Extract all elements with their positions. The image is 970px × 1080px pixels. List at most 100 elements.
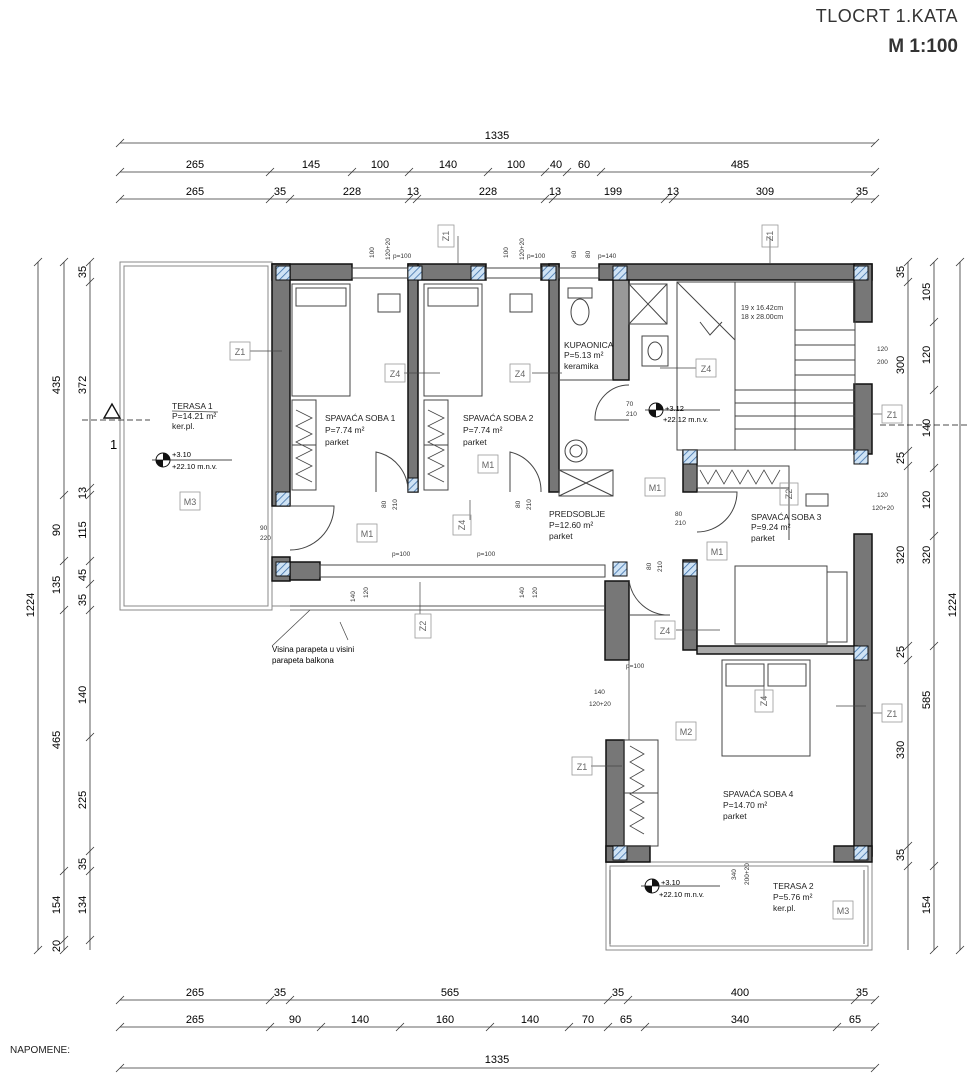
dim-t2-4: 100 <box>507 159 525 171</box>
tag-m3-b: M3 <box>837 906 850 916</box>
room-soba4-finish: parket <box>723 811 747 821</box>
dim-top-total <box>115 138 880 148</box>
d-s4-a: 80 <box>646 562 653 570</box>
dim-b2-3: 160 <box>436 1014 454 1026</box>
tag-m1-d: M1 <box>711 547 724 557</box>
dim-b1-2: 565 <box>441 987 459 999</box>
bal-right-a: p=100 <box>477 551 496 558</box>
dim-t3-8: 309 <box>756 186 774 198</box>
dim-b1-4: 400 <box>731 987 749 999</box>
tag-z1-e: Z1 <box>887 709 898 719</box>
tag-m1-a: M1 <box>482 460 495 470</box>
section-marker <box>82 402 970 426</box>
dim-t3-0: 265 <box>186 186 204 198</box>
d-terr-b: 220 <box>260 535 271 542</box>
stairs-note-1: 19 x 16.42cm <box>741 305 783 312</box>
bal-left-b: 140 <box>350 591 357 602</box>
dim-r2-4: 320 <box>921 546 933 564</box>
d-s3-b: 210 <box>675 520 686 527</box>
room-kupaonica-area: P=5.13 m² <box>564 350 604 360</box>
dim-t2-6: 60 <box>578 159 590 171</box>
dim-t3-6: 199 <box>604 186 622 198</box>
dim-l3-8: 35 <box>77 858 89 870</box>
w-bath-b: 80 <box>585 250 592 258</box>
dim-l3-2: 13 <box>77 487 89 499</box>
room-soba4-name: SPAVAĆA SOBA 4 <box>723 789 794 799</box>
room-soba3-finish: parket <box>751 533 775 543</box>
level-3-b: +22.10 m.n.v. <box>659 890 704 899</box>
dim-l3-9: 134 <box>77 896 89 914</box>
dim-t2-3: 140 <box>439 159 457 171</box>
parapet-note-1: Visina parapeta u visini <box>272 645 354 654</box>
tag-z2-a: Z2 <box>784 489 794 500</box>
dim-l3-0: 35 <box>77 266 89 278</box>
tag-z1-d: Z1 <box>887 410 898 420</box>
w-s4-left-a: p=100 <box>626 663 645 670</box>
dim-t3-5: 13 <box>549 186 561 198</box>
room-terasa2-area: P=5.76 m² <box>773 892 813 902</box>
room-soba1-area: P=7.74 m² <box>325 425 365 435</box>
room-terasa1-finish: ker.pl. <box>172 421 195 431</box>
parapet-leader <box>271 609 311 647</box>
dim-r3-3: 320 <box>895 546 907 564</box>
tag-z4-c: Z4 <box>701 364 712 374</box>
hatched-columns <box>275 265 869 861</box>
room-kupaonica-finish: keramika <box>564 361 599 371</box>
d-s2-b: 210 <box>526 499 533 510</box>
d-bath-a: 70 <box>626 401 634 408</box>
room-soba3-area: P=9.24 m² <box>751 522 791 532</box>
d-s2-a: 80 <box>515 500 522 508</box>
dim-bottom-row2 <box>115 1022 880 1032</box>
dim-b2-8: 65 <box>849 1014 861 1026</box>
dim-b2-4: 140 <box>521 1014 539 1026</box>
room-terasa1-area: P=14.21 m² <box>172 411 216 421</box>
tag-z4-a: Z4 <box>390 369 401 379</box>
dim-r2-5: 585 <box>921 691 933 709</box>
room-soba4-area: P=14.70 m² <box>723 800 767 810</box>
dim-t2-1: 145 <box>302 159 320 171</box>
dim-t3-4: 228 <box>479 186 497 198</box>
railing-ticks <box>290 605 865 944</box>
dim-l3-1: 372 <box>77 376 89 394</box>
dim-left <box>33 257 95 955</box>
dim-t2-7: 485 <box>731 159 749 171</box>
dim-b2-2: 140 <box>351 1014 369 1026</box>
w-right2-b: 120+20 <box>872 505 894 512</box>
dim-r3-2: 25 <box>895 452 907 464</box>
w-s4-bottom-b: 200+20 <box>744 863 751 885</box>
dim-t3-3: 13 <box>407 186 419 198</box>
dim-r2-6: 154 <box>921 896 933 914</box>
dim-r2-3: 120 <box>921 491 933 509</box>
dim-l2-2: 135 <box>51 576 63 594</box>
tag-z1-b: Z1 <box>441 231 451 242</box>
leader-lines <box>171 236 882 767</box>
dim-l2-1: 90 <box>51 524 63 536</box>
w-top2-a: 100 <box>503 247 510 258</box>
w-bath-a: 60 <box>571 250 578 258</box>
room-predsoblje-finish: parket <box>549 531 573 541</box>
dim-l2-0: 435 <box>51 376 63 394</box>
dim-r2-0: 105 <box>921 283 933 301</box>
dim-l3-4: 45 <box>77 569 89 581</box>
dim-l3-3: 115 <box>77 521 89 539</box>
dim-l3-5: 35 <box>77 594 89 606</box>
dim-bottom-row1 <box>115 995 880 1005</box>
tag-z1-a: Z1 <box>235 347 246 357</box>
d-terr-a: 90 <box>260 525 268 532</box>
w-top1-b: 120+20 <box>385 238 392 260</box>
w-right1-b: 200 <box>877 359 888 366</box>
d-s1-a: 80 <box>381 500 388 508</box>
dim-left-total: 1224 <box>25 593 37 617</box>
tag-z4-e: Z4 <box>660 626 671 636</box>
dim-r2-1: 120 <box>921 346 933 364</box>
room-terasa2-name: TERASA 2 <box>773 881 814 891</box>
d-s1-b: 210 <box>392 499 399 510</box>
level-marker-1 <box>152 452 232 468</box>
parapet-note-2: parapeta balkona <box>272 656 334 665</box>
room-terasa1-name: TERASA 1 <box>172 401 213 411</box>
w-bath-c: p=140 <box>598 253 617 260</box>
bal-left-a: p=100 <box>392 551 411 558</box>
tag-z1-f: Z1 <box>577 762 588 772</box>
level-1-a: +3.10 <box>172 450 191 459</box>
